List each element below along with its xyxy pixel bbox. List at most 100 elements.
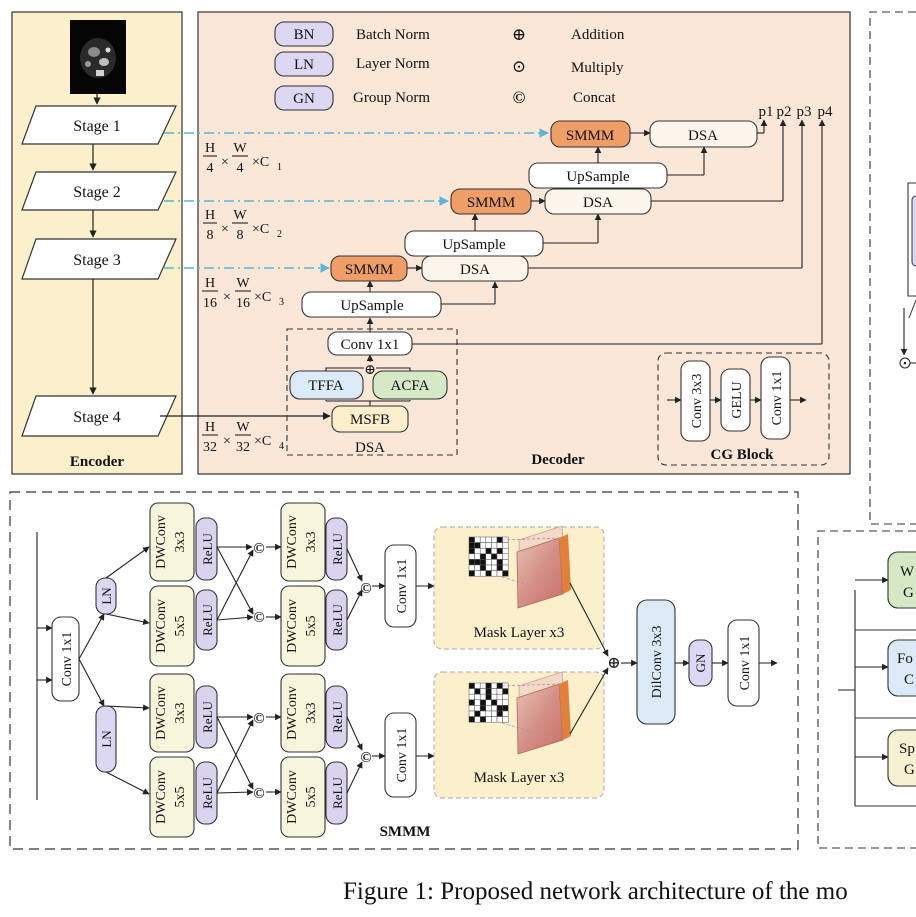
right-partial-bottom: W G Fo C Sp G xyxy=(817,530,916,849)
dsa-block-label: DSA xyxy=(355,440,385,456)
cg-block-title: CG Block xyxy=(711,447,775,463)
stage-1-label: Stage 1 xyxy=(73,118,121,135)
legend-gn-label: Group Norm xyxy=(353,90,430,106)
dwconv-b-4: DWConv 5x5 xyxy=(280,756,326,838)
mask-cell xyxy=(496,699,503,706)
svg-text:×: × xyxy=(221,222,229,237)
dilconv-box: DilConv 3x3 xyxy=(636,599,676,725)
ct-input-image xyxy=(70,20,126,94)
concat-icon-a4: © xyxy=(253,786,264,802)
svg-text:3x3: 3x3 xyxy=(173,703,188,724)
svg-text:3x3: 3x3 xyxy=(173,532,188,553)
svg-text:H: H xyxy=(205,141,215,156)
dwconv-a-4: DWConv 5x5 xyxy=(149,756,195,838)
svg-text:UpSample: UpSample xyxy=(442,237,506,253)
stage-2-label: Stage 2 xyxy=(73,184,121,201)
mask-cell xyxy=(468,542,475,549)
mask-cell xyxy=(502,710,509,717)
relu-a-2: ReLU xyxy=(195,589,218,651)
mask-cell xyxy=(474,699,481,706)
dwconv-b-1: DWConv 3x3 xyxy=(280,502,326,582)
mask-cell xyxy=(502,547,509,555)
gn-box: GN xyxy=(688,639,713,687)
svg-text:ReLU: ReLU xyxy=(330,701,345,733)
svg-text:DWConv: DWConv xyxy=(285,515,300,569)
mask-cell xyxy=(496,570,503,577)
svg-text:×: × xyxy=(221,155,229,170)
smmm-box-3: SMMM xyxy=(330,255,408,282)
svg-text:×C: ×C xyxy=(254,434,271,449)
mask-cell xyxy=(496,564,503,571)
svg-text:LN: LN xyxy=(99,730,114,748)
smmm-box-1: SMMM xyxy=(550,120,631,148)
mask-cell xyxy=(468,705,475,712)
mask-cell xyxy=(502,564,509,571)
mask-cell xyxy=(491,536,498,543)
mask-cell xyxy=(474,710,481,717)
relu-a-3: ReLU xyxy=(195,685,218,749)
svg-text:16: 16 xyxy=(203,296,217,311)
svg-text:ReLU: ReLU xyxy=(200,533,215,565)
relu-a-1: ReLU xyxy=(195,517,218,581)
partial-label-4: C xyxy=(904,672,914,688)
mask-layer-bottom: Mask Layer x3 xyxy=(433,671,605,799)
smmm-conv1x1-in: Conv 1x1 xyxy=(51,616,80,702)
mask-cell xyxy=(485,699,492,706)
svg-text:4: 4 xyxy=(207,161,214,176)
svg-text:Conv 1x1: Conv 1x1 xyxy=(395,559,410,614)
mask-cell xyxy=(491,559,498,566)
mask-cell xyxy=(491,693,498,701)
svg-text:H: H xyxy=(205,276,215,291)
svg-text:×C: ×C xyxy=(254,290,271,305)
concat-icon-b1: © xyxy=(360,581,371,597)
cg-conv1x1: Conv 1x1 xyxy=(770,371,785,426)
stage-3-label: Stage 3 xyxy=(73,252,121,269)
partial-label-2: G xyxy=(903,585,914,601)
svg-text:3: 3 xyxy=(279,297,284,308)
mask-cell xyxy=(474,553,481,560)
mask-cell xyxy=(502,570,509,577)
partial-label-5: Sp xyxy=(899,741,915,757)
smmm-conv1x1-out: Conv 1x1 xyxy=(727,619,760,707)
svg-text:W: W xyxy=(233,141,247,156)
svg-text:W: W xyxy=(236,276,250,291)
svg-text:×: × xyxy=(223,434,231,449)
svg-text:H: H xyxy=(205,420,215,435)
encoder-stage-1: Stage 1 xyxy=(21,105,177,145)
cg-block: CG Block Conv 3x3 GELU Conv 1x1 xyxy=(657,352,830,466)
svg-text:SMMM: SMMM xyxy=(566,128,614,144)
svg-text:5x5: 5x5 xyxy=(304,787,319,808)
svg-text:DWConv: DWConv xyxy=(154,515,169,569)
mask-cell xyxy=(485,570,492,577)
svg-text:DilConv 3x3: DilConv 3x3 xyxy=(650,626,665,699)
svg-text:32: 32 xyxy=(236,440,250,455)
mask-cell xyxy=(479,542,487,549)
svg-text:TFFA: TFFA xyxy=(308,378,344,394)
cg-conv3x3: Conv 3x3 xyxy=(690,374,705,429)
legend-bn-tag: BN xyxy=(294,27,315,43)
mask-cell xyxy=(496,693,503,701)
mask-cell xyxy=(502,553,509,560)
dsa-module-block: DSA MSFB TFFA ACFA ⊕ Conv 1x1 xyxy=(286,328,458,456)
mask-cell xyxy=(496,705,503,712)
encoder-stage-4: Stage 4 xyxy=(21,395,177,437)
legend-concat-label: Concat xyxy=(573,90,616,106)
mask-cell xyxy=(474,559,481,566)
legend-mul-label: Multiply xyxy=(571,60,624,76)
legend-ln-tag: LN xyxy=(294,57,314,73)
mask-cell xyxy=(474,688,481,695)
dim-stage-2: H 8 × W 8 ×C 2 xyxy=(203,208,282,243)
dimension-annotations: H 4 × W 4 ×C 1 H 8 × W 8 ×C 2 H 16 × W xyxy=(202,141,284,455)
smmm-title: SMMM xyxy=(380,824,431,840)
relu-a-4: ReLU xyxy=(195,761,218,825)
mask-cell xyxy=(496,716,503,723)
mask-cell xyxy=(485,536,492,543)
mask-cell xyxy=(474,705,481,712)
svg-text:3x3: 3x3 xyxy=(304,532,319,553)
svg-text:MSFB: MSFB xyxy=(350,412,390,428)
mask-cell xyxy=(502,542,509,549)
msfb-box: MSFB xyxy=(331,405,409,433)
mask-cell xyxy=(479,553,487,560)
dim-stage-4: H 32 × W 32 ×C 4 xyxy=(202,420,284,455)
